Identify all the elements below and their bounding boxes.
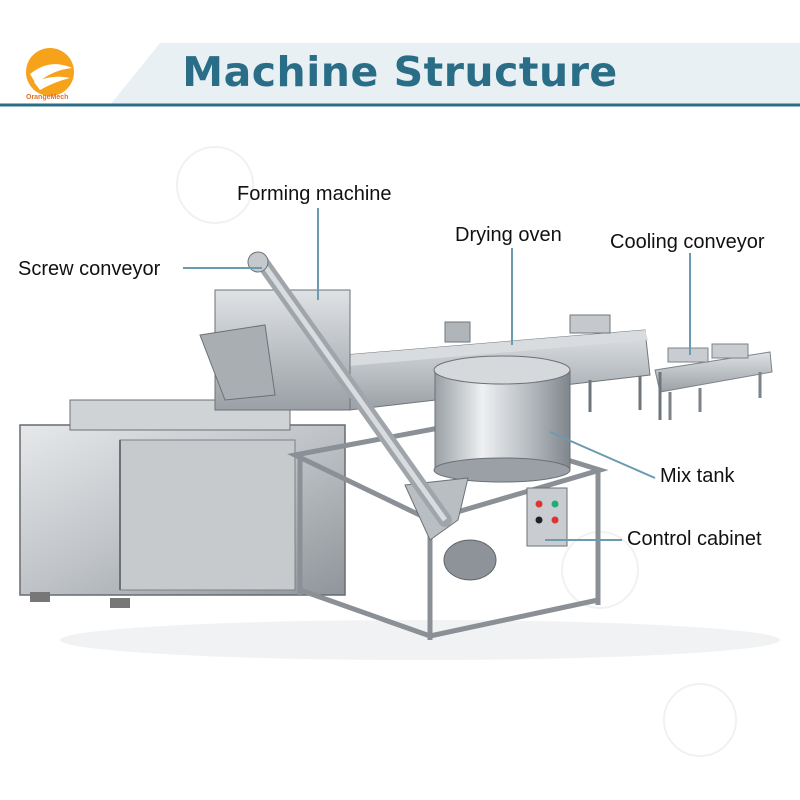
- label-cooling-conveyor: Cooling conveyor: [610, 231, 765, 253]
- control-cabinet-unit: [526, 487, 568, 547]
- page-title: Machine Structure: [182, 48, 618, 96]
- label-mix-tank: Mix tank: [660, 465, 735, 487]
- label-drying-oven: Drying oven: [455, 224, 562, 246]
- header-band: [0, 43, 800, 107]
- mix-tank-unit: [433, 355, 571, 483]
- company-logo: [26, 48, 74, 96]
- cooling-conveyor-unit: [654, 343, 773, 420]
- logo-wordmark: OrangeMech: [26, 94, 69, 101]
- leader-lines: [183, 208, 691, 541]
- label-forming-machine: Forming machine: [237, 183, 392, 205]
- label-control-cabinet: Control cabinet: [627, 528, 762, 550]
- screw-conveyor-unit: [247, 251, 497, 581]
- mix-tank-stand: [287, 422, 609, 640]
- label-screw-conveyor: Screw conveyor: [18, 258, 161, 280]
